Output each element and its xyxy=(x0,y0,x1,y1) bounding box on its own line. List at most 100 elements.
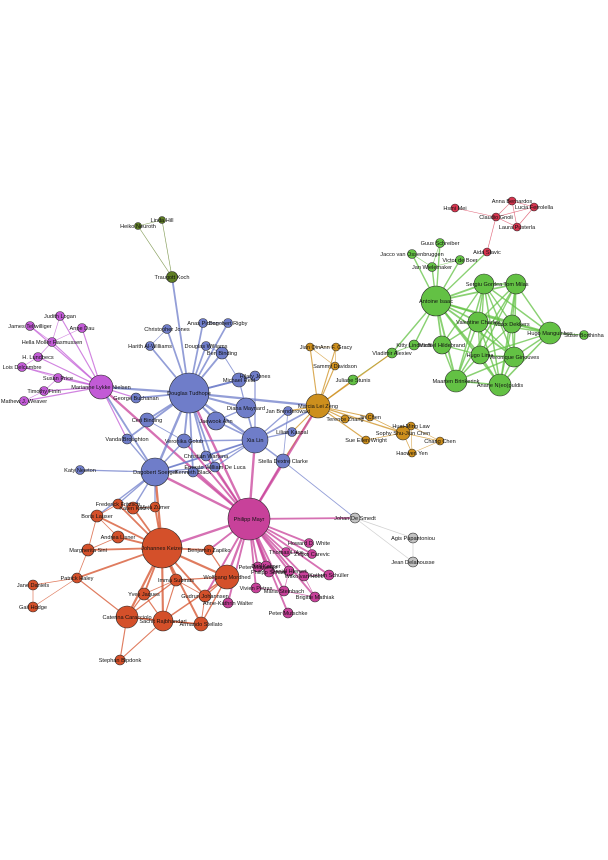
node-ws[interactable] xyxy=(298,570,310,582)
node-bb[interactable] xyxy=(215,346,229,360)
node-gbu[interactable] xyxy=(130,392,142,404)
node-jc[interactable] xyxy=(347,374,359,386)
node-ssc[interactable] xyxy=(395,425,411,441)
node-vb[interactable] xyxy=(455,255,465,265)
node-tf[interactable] xyxy=(39,386,49,396)
node-ms2[interactable] xyxy=(278,585,290,597)
node-va[interactable] xyxy=(386,347,398,359)
node-jdn[interactable] xyxy=(27,579,39,591)
node-an[interactable] xyxy=(488,373,512,397)
node-ab[interactable] xyxy=(507,196,517,206)
node-hn[interactable] xyxy=(134,222,142,230)
node-ds[interactable] xyxy=(140,457,170,487)
node-jsh[interactable] xyxy=(206,411,226,431)
node-kk[interactable] xyxy=(126,501,140,515)
node-cjo[interactable] xyxy=(162,324,172,334)
node-hm[interactable] xyxy=(450,203,460,213)
node-ap[interactable] xyxy=(198,318,208,328)
node-mh[interactable] xyxy=(432,335,452,355)
node-sbp[interactable] xyxy=(114,654,126,666)
node-hmr[interactable] xyxy=(47,337,57,347)
node-isu[interactable] xyxy=(169,573,183,587)
node-ksr[interactable] xyxy=(323,569,335,581)
node-hy[interactable] xyxy=(407,448,417,458)
node-hl2[interactable] xyxy=(33,352,43,362)
node-cb[interactable] xyxy=(187,466,199,478)
node-dr[interactable] xyxy=(223,318,233,328)
node-cw[interactable] xyxy=(200,450,212,462)
node-gh[interactable] xyxy=(27,601,39,613)
node-tk[interactable] xyxy=(166,271,178,283)
node-xl[interactable] xyxy=(241,426,269,454)
node-pmc[interactable] xyxy=(282,607,294,619)
node-zc[interactable] xyxy=(307,549,317,559)
node-jw[interactable] xyxy=(427,262,437,272)
node-phs[interactable] xyxy=(263,566,275,578)
node-lk[interactable] xyxy=(287,427,297,437)
node-pm[interactable] xyxy=(227,497,271,541)
node-ad[interactable] xyxy=(77,323,87,333)
node-kl[interactable] xyxy=(408,339,420,351)
node-jd[interactable] xyxy=(407,556,419,568)
node-mjw[interactable] xyxy=(19,396,29,406)
node-vc[interactable] xyxy=(467,311,489,333)
node-jo[interactable] xyxy=(407,249,417,259)
node-dvi[interactable] xyxy=(201,341,211,351)
node-ce[interactable] xyxy=(139,412,155,428)
node-hz[interactable] xyxy=(406,421,416,431)
node-dm[interactable] xyxy=(283,565,295,577)
node-cch[interactable] xyxy=(435,436,445,446)
node-tm[interactable] xyxy=(505,273,527,295)
node-ast[interactable] xyxy=(193,616,209,632)
node-sp[interactable] xyxy=(53,373,63,383)
node-vg[interactable] xyxy=(503,346,525,368)
node-afg[interactable] xyxy=(331,342,341,352)
node-ewd[interactable] xyxy=(209,461,221,473)
node-dma[interactable] xyxy=(235,397,257,419)
node-tc[interactable] xyxy=(365,412,375,422)
node-dt[interactable] xyxy=(168,372,210,414)
node-cc[interactable] xyxy=(115,605,139,629)
node-yj[interactable] xyxy=(137,587,151,601)
node-mrd[interactable] xyxy=(231,372,247,388)
node-jt[interactable] xyxy=(25,321,35,331)
node-bg[interactable] xyxy=(203,544,215,556)
node-tz[interactable] xyxy=(340,414,350,424)
node-ma[interactable] xyxy=(502,314,522,334)
node-jk[interactable] xyxy=(141,527,183,569)
node-as[interactable] xyxy=(482,247,492,257)
node-hw[interactable] xyxy=(145,341,155,351)
node-gs[interactable] xyxy=(435,238,445,248)
node-hh[interactable] xyxy=(538,321,562,345)
node-sr[interactable] xyxy=(152,610,174,632)
node-lp[interactable] xyxy=(512,222,522,232)
node-wm[interactable] xyxy=(214,564,240,590)
node-hw2[interactable] xyxy=(304,538,314,548)
node-cf[interactable] xyxy=(529,202,539,212)
node-hl[interactable] xyxy=(470,345,490,365)
node-sdc[interactable] xyxy=(275,453,291,469)
node-jmr[interactable] xyxy=(305,342,315,352)
node-jbr[interactable] xyxy=(283,406,293,416)
node-mb[interactable] xyxy=(444,369,468,393)
node-mln[interactable] xyxy=(88,374,114,400)
node-mlz[interactable] xyxy=(305,393,331,419)
node-jl[interactable] xyxy=(55,311,65,321)
node-tl[interactable] xyxy=(281,547,291,557)
node-lh[interactable] xyxy=(158,216,166,224)
node-akw[interactable] xyxy=(222,597,234,609)
node-ms[interactable] xyxy=(81,543,95,557)
node-mz[interactable] xyxy=(149,501,161,513)
node-vp[interactable] xyxy=(250,582,262,594)
node-hj[interactable] xyxy=(249,370,261,382)
node-vb2[interactable] xyxy=(121,433,133,445)
node-sg[interactable] xyxy=(473,273,495,295)
node-gj[interactable] xyxy=(198,589,212,603)
node-sd[interactable] xyxy=(330,361,340,371)
node-ph[interactable] xyxy=(71,572,83,584)
node-al[interactable] xyxy=(111,530,125,544)
node-kn[interactable] xyxy=(75,465,85,475)
node-sb[interactable] xyxy=(579,330,589,340)
node-am[interactable] xyxy=(420,285,452,317)
node-ag[interactable] xyxy=(407,532,419,544)
